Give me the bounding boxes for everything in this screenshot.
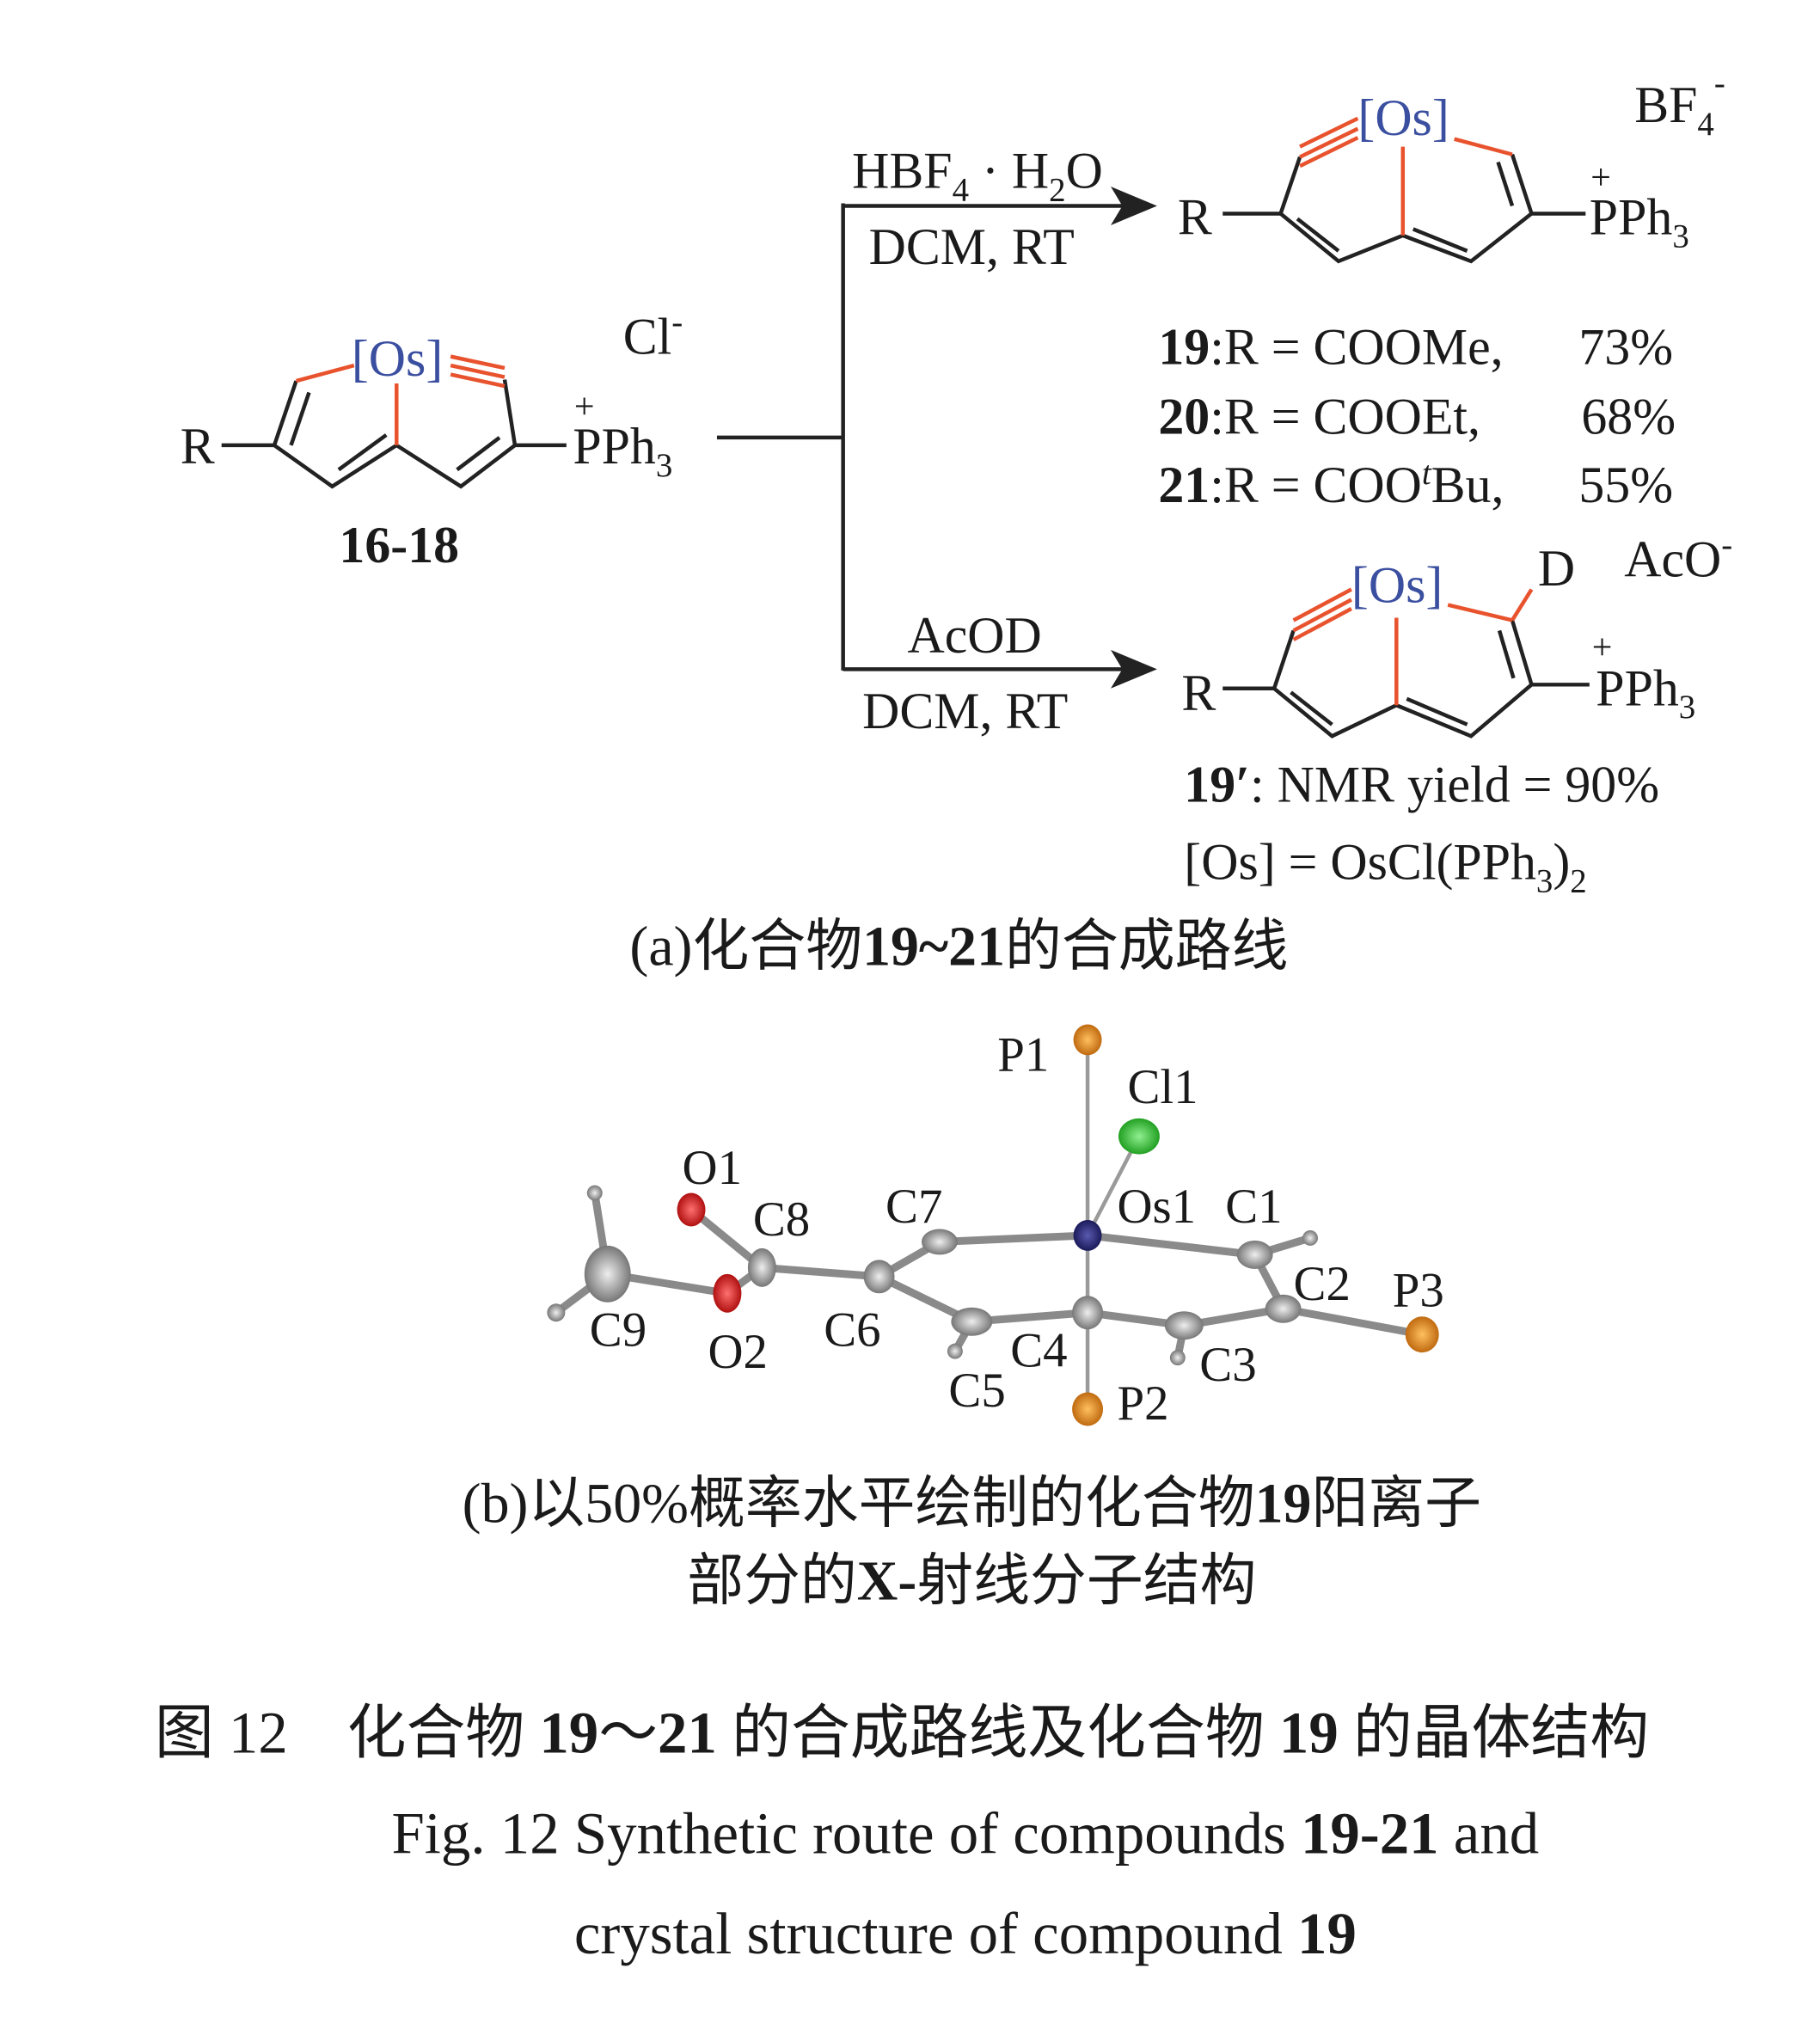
atom-h [547, 1303, 566, 1322]
top-solvent: DCM, RT [869, 218, 1075, 275]
reaction-arrows [716, 187, 1157, 689]
bottom-reagent: AcOD [908, 607, 1042, 664]
atom-h [1302, 1229, 1318, 1246]
top-reagent: HBF4 · H2O [852, 143, 1103, 209]
bottom-solvent: DCM, RT [862, 683, 1068, 739]
atom-p2 [1072, 1392, 1104, 1426]
atom-c6 [863, 1260, 895, 1294]
caption-a: (a)化合物19~21的合成路线 [629, 916, 1288, 978]
atom-label: C8 [753, 1192, 810, 1247]
atom-label: C9 [590, 1303, 646, 1358]
yield-value: 68% [1581, 388, 1676, 444]
atom-label: C2 [1294, 1257, 1351, 1311]
atom-label: P3 [1393, 1263, 1444, 1317]
counterion: AcO- [1624, 527, 1732, 588]
atom-c2 [1265, 1294, 1302, 1323]
atom-os1 [1073, 1219, 1102, 1251]
nmr-yield: 19′: NMR yield = 90% [1184, 757, 1659, 813]
yield-row: 19:R = COOMe, [1158, 319, 1503, 376]
atom-label: C7 [885, 1180, 942, 1234]
atom-label: C6 [824, 1303, 880, 1358]
product-top-structure: R [Os] PPh3 + BF4- [1178, 64, 1725, 264]
crystal-structure: P1 Cl1 O1 C8 C7 Os1 C1 C2 P3 C9 O2 C6 C5… [547, 1024, 1444, 1431]
yield-row: 21:R = COOtBu, [1158, 455, 1504, 513]
caption-b-line2: 部分的X-射线分子结构 [687, 1550, 1256, 1613]
atom-label: C4 [1010, 1324, 1067, 1378]
deuterium-label: D [1538, 540, 1575, 597]
atom-h [586, 1185, 603, 1201]
atom-c1 [1236, 1240, 1273, 1269]
atom-c9 [584, 1245, 631, 1303]
atom-c8 [747, 1248, 776, 1287]
counterion: BF4- [1634, 64, 1725, 143]
figure-caption-en-line2: crystal structure of compound 19 [574, 1901, 1357, 1966]
os-fragment: [Os] [1351, 557, 1443, 614]
atom-label: O1 [683, 1141, 742, 1195]
atom-h [947, 1343, 963, 1359]
atom-label: Cl1 [1127, 1060, 1198, 1114]
atom-cl1 [1118, 1118, 1160, 1155]
atom-label: P1 [997, 1027, 1049, 1082]
figure-caption-cn: 图 12 化合物 19～21 的合成路线及化合物 19 的晶体结构 [155, 1701, 1649, 1766]
atom-label: C3 [1199, 1338, 1256, 1392]
caption-b-line1: (b)以50%概率水平绘制的化合物19阳离子 [463, 1473, 1481, 1536]
counterion: Cl- [623, 304, 683, 365]
atom-label: Os1 [1117, 1180, 1196, 1234]
pph3: PPh3 [573, 418, 672, 484]
yield-row: 20:R = COOEt, [1158, 388, 1480, 444]
atom-p1 [1073, 1024, 1102, 1056]
plus-charge: + [1592, 628, 1613, 667]
yield-value: 55% [1578, 457, 1673, 513]
atom-c5 [951, 1307, 993, 1336]
r-group: R [181, 418, 215, 475]
r-group: R [1178, 188, 1212, 245]
atom-p3 [1405, 1316, 1439, 1353]
reactant-structure: R [Os] PPh3 + Cl- 16-18 [181, 304, 683, 573]
os-fragment: [Os] [352, 330, 443, 387]
atom-h [1169, 1350, 1186, 1366]
atom-label: P2 [1117, 1376, 1168, 1431]
atom-o1 [677, 1192, 706, 1227]
os-fragment: [Os] [1357, 89, 1449, 146]
product-bottom-structure: R [Os] D AcO- PPh3 + [1181, 527, 1732, 739]
yield-list: 19:R = COOMe, 73% 20:R = COOEt, 68% 21:R… [1158, 319, 1676, 513]
atom-label: C5 [948, 1364, 1005, 1418]
plus-charge: + [1590, 158, 1611, 198]
atom-c4 [1072, 1296, 1104, 1330]
figure-caption-en-line1: Fig. 12 Synthetic route of compounds 19-… [392, 1800, 1540, 1866]
compound-label: 16-18 [339, 517, 459, 573]
r-group: R [1181, 665, 1216, 721]
os-definition: [Os] = OsCl(PPh3)2 [1184, 833, 1586, 899]
plus-charge: + [574, 387, 595, 426]
atom-o2 [713, 1273, 742, 1313]
atom-label: C1 [1225, 1180, 1282, 1234]
pph3: PPh3 [1590, 188, 1689, 254]
yield-value: 73% [1578, 319, 1673, 376]
atom-c3 [1164, 1311, 1204, 1340]
pph3: PPh3 [1596, 659, 1695, 726]
atom-c7 [921, 1229, 958, 1255]
atom-label: O2 [708, 1325, 767, 1379]
